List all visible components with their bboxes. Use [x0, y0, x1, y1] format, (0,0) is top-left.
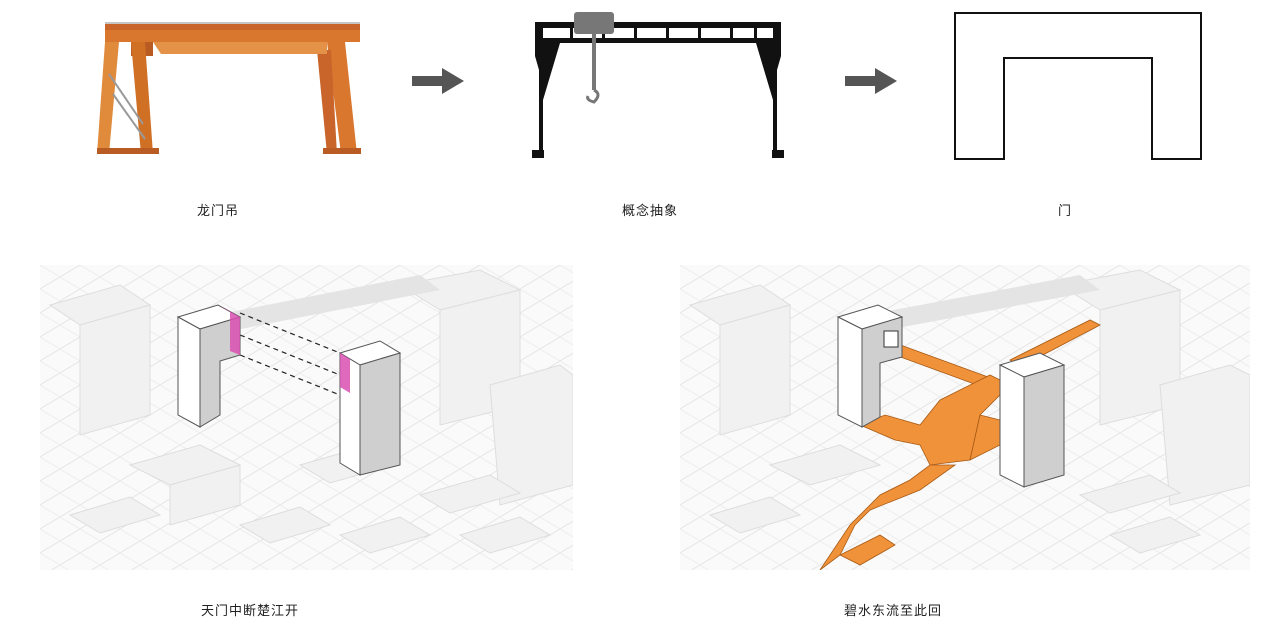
arrow-right-icon [412, 68, 464, 94]
caption-scheme-two: 碧水东流至此回 [843, 604, 943, 619]
door-outline-diagram [952, 10, 1204, 162]
crane-abstraction-diagram [530, 10, 786, 162]
scheme-one-axonometric [40, 265, 573, 570]
gantry-crane-image [95, 14, 365, 159]
caption-door: 门 [1057, 204, 1073, 219]
caption-concept-abstraction: 概念抽象 [621, 204, 679, 219]
caption-scheme-one: 天门中断楚江开 [200, 604, 300, 619]
arrow-right-icon [845, 68, 897, 94]
scheme-two-axonometric [680, 265, 1250, 570]
caption-gantry-crane: 龙门吊 [196, 204, 240, 219]
